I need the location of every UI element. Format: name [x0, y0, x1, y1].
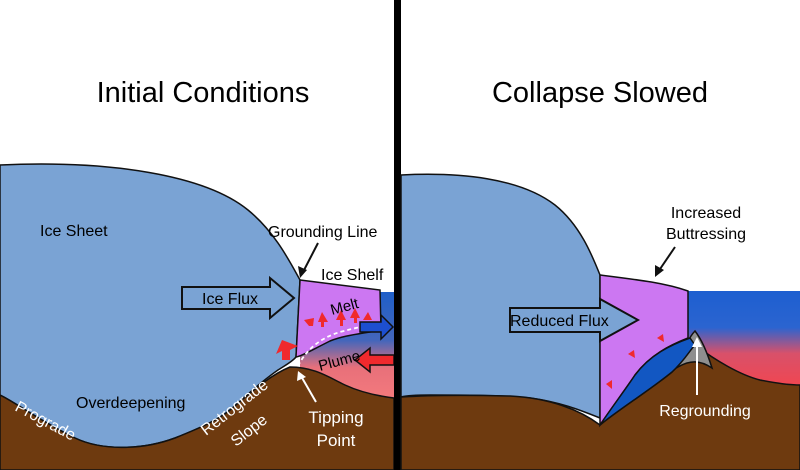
buttressing-pointer — [657, 246, 676, 273]
title-initial-conditions: Initial Conditions — [97, 77, 310, 109]
right-panel: Collapse Slowed Increased Buttressing Re… — [400, 77, 800, 470]
label-regrounding: Regrounding — [659, 403, 751, 420]
label-reduced-flux: Reduced Flux — [510, 313, 609, 330]
grounding-line-pointer-head — [298, 266, 307, 278]
melt-arrow — [318, 312, 328, 327]
small-melt-arrow — [628, 350, 635, 358]
melt-arrow — [336, 310, 346, 326]
label-ice-flux: Ice Flux — [202, 291, 258, 308]
tipping-point-pointer — [300, 375, 317, 403]
label-point: Point — [317, 431, 356, 450]
label-ice-shelf: Ice Shelf — [321, 267, 384, 284]
melt-arrow — [350, 308, 360, 323]
bedrock-left — [0, 366, 395, 470]
tipping-point-pointer-head — [297, 371, 306, 381]
label-melt: Melt — [329, 295, 362, 319]
small-melt-arrow — [657, 334, 664, 342]
label-buttressing: Buttressing — [666, 226, 746, 243]
plume-path — [297, 324, 377, 367]
label-grounding-line: Grounding Line — [268, 224, 378, 241]
outflow-arrow — [359, 313, 395, 341]
ice-flux-arrow — [181, 275, 296, 321]
label-tipping: Tipping — [308, 408, 363, 427]
label-overdeepening: Overdeepening — [76, 395, 185, 412]
grounding-line-pointer — [301, 242, 319, 275]
left-panel: Initial Conditions Ice Sheet Grounding L… — [0, 77, 395, 470]
label-increased: Increased — [671, 205, 741, 222]
reduced-flux-arrow — [509, 297, 641, 343]
title-collapse-slowed: Collapse Slowed — [492, 77, 708, 109]
ice-sheet-right — [400, 173, 601, 420]
melt-arrow — [276, 340, 298, 360]
label-ice-sheet: Ice Sheet — [40, 223, 108, 240]
buttressing-pointer-head — [655, 265, 664, 277]
regrounding-pointer-head — [692, 337, 702, 347]
inflow-arrow — [353, 346, 395, 374]
small-melt-arrow — [606, 380, 612, 389]
panel-divider — [394, 0, 401, 470]
melt-arrow — [304, 318, 314, 326]
melt-arrow — [363, 312, 372, 320]
